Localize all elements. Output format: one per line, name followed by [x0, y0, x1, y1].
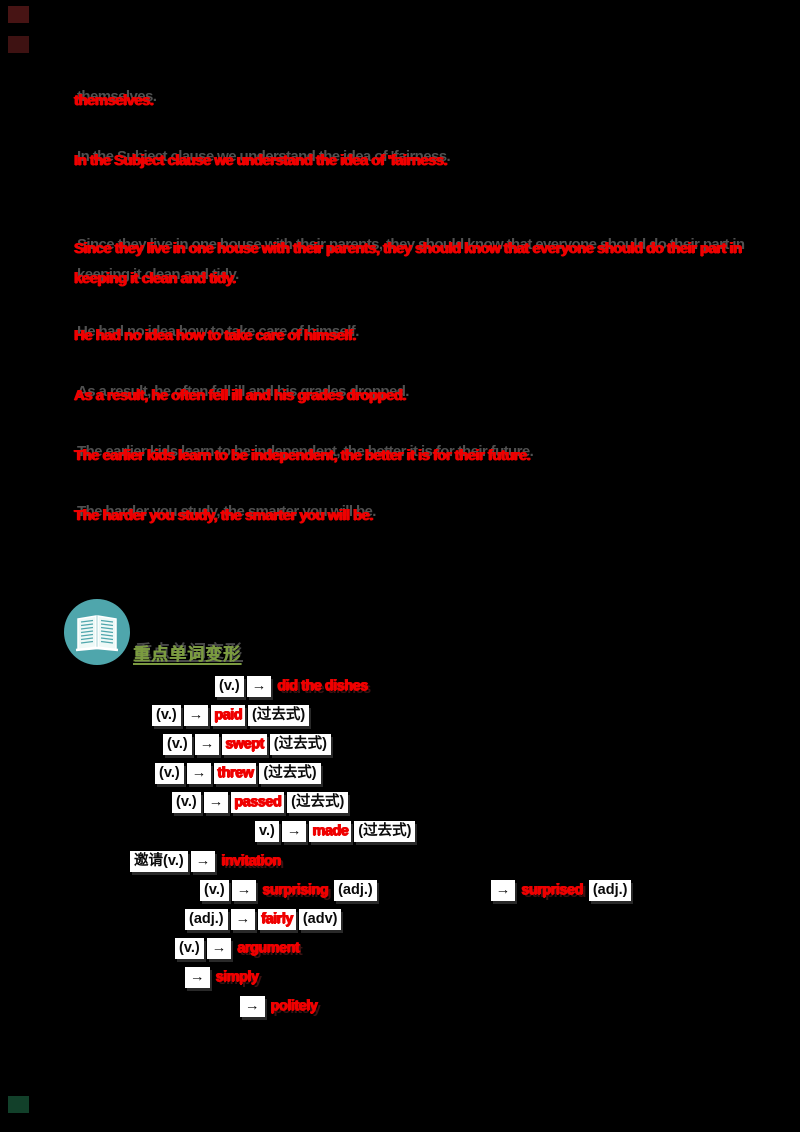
arrow-icon: →: [231, 880, 257, 901]
vocab-answer: threw: [214, 763, 257, 784]
vocab-answer: argument: [237, 940, 300, 956]
sentence: He had no idea how to take care of himse…: [74, 327, 356, 344]
arrow-icon: →: [194, 734, 220, 755]
spacer: [380, 890, 488, 891]
corner-mark: [8, 6, 29, 23]
arrow-icon: →: [203, 792, 229, 813]
vocab-label: v.): [255, 821, 279, 842]
arrow-icon: →: [281, 821, 307, 842]
vocab-label: (v.): [200, 880, 229, 901]
vocab-answer: politely: [270, 998, 318, 1014]
vocab-label: (v.): [175, 938, 204, 959]
vocab-answer: surprised: [521, 882, 583, 898]
vocab-line: (v.)→paid(过去式): [152, 705, 310, 726]
arrow-icon: →: [240, 996, 265, 1017]
vocab-line: → simply: [185, 967, 261, 988]
vocab-label: (v.): [215, 676, 244, 697]
vocab-line: (v.)→ argument: [175, 938, 302, 959]
vocab-line: (v.)→surprising(adj.)→surprised(adj.): [200, 880, 632, 901]
vocab-label: (adj.): [185, 909, 228, 930]
arrow-icon: →: [183, 705, 209, 726]
arrow-icon: →: [246, 676, 272, 697]
vocab-label: (adv): [298, 909, 342, 930]
vocab-label: (过去式): [287, 792, 349, 813]
vocab-label: (v.): [172, 792, 201, 813]
vocab-line: (v.)→passed(过去式): [172, 792, 349, 813]
vocab-label: (v.): [152, 705, 181, 726]
sentence: The harder you study, the smarter you wi…: [74, 507, 373, 524]
vocab-line: (v.)→threw(过去式): [155, 763, 321, 784]
arrow-icon: →: [206, 938, 232, 959]
vocab-label: (v.): [155, 763, 184, 784]
arrow-icon: →: [490, 880, 516, 901]
vocab-answer: made: [309, 821, 352, 842]
vocab-label: (adj.): [588, 880, 632, 901]
section-title: 重点单词变形: [133, 645, 241, 664]
vocab-line: → politely: [240, 996, 320, 1017]
arrow-icon: →: [190, 851, 216, 872]
vocab-answer: simply: [215, 969, 259, 985]
vocab-answer: did the dishes: [277, 678, 368, 694]
vocab-label: 邀请(v.): [130, 851, 188, 872]
vocab-line: (v.)→ did the dishes: [215, 676, 371, 697]
sentence: Since they live in one house with their …: [74, 240, 742, 287]
vocab-answer: swept: [222, 734, 267, 755]
sentence: The earlier kids learn to be independent…: [74, 447, 531, 464]
vocab-label: (过去式): [354, 821, 416, 842]
vocab-line: 邀请(v.)→ invitation: [130, 851, 284, 872]
corner-mark: [8, 1096, 29, 1113]
vocab-answer: invitation: [221, 853, 281, 869]
vocab-answer: surprising: [262, 882, 329, 898]
vocab-line: v.)→made(过去式): [255, 821, 416, 842]
sentence: themselves.: [74, 92, 154, 109]
open-book-icon: [63, 598, 131, 666]
arrow-icon: →: [186, 763, 212, 784]
vocab-answer: paid: [211, 705, 245, 726]
arrow-icon: →: [185, 967, 210, 988]
vocab-answer: fairly: [258, 909, 296, 930]
vocab-label: (过去式): [269, 734, 331, 755]
vocab-label: (过去式): [248, 705, 310, 726]
vocab-answer: passed: [231, 792, 285, 813]
arrow-icon: →: [230, 909, 256, 930]
vocab-line: (adj.)→fairly(adv): [185, 909, 342, 930]
corner-mark: [8, 36, 29, 53]
sentence: In the Subject clause we understand the …: [74, 152, 448, 169]
sentence: As a result, he often fell ill and his g…: [74, 387, 406, 404]
vocab-label: (v.): [163, 734, 192, 755]
vocab-line: (v.)→swept(过去式): [163, 734, 331, 755]
vocab-label: (adj.): [334, 880, 377, 901]
vocab-label: (过去式): [259, 763, 321, 784]
